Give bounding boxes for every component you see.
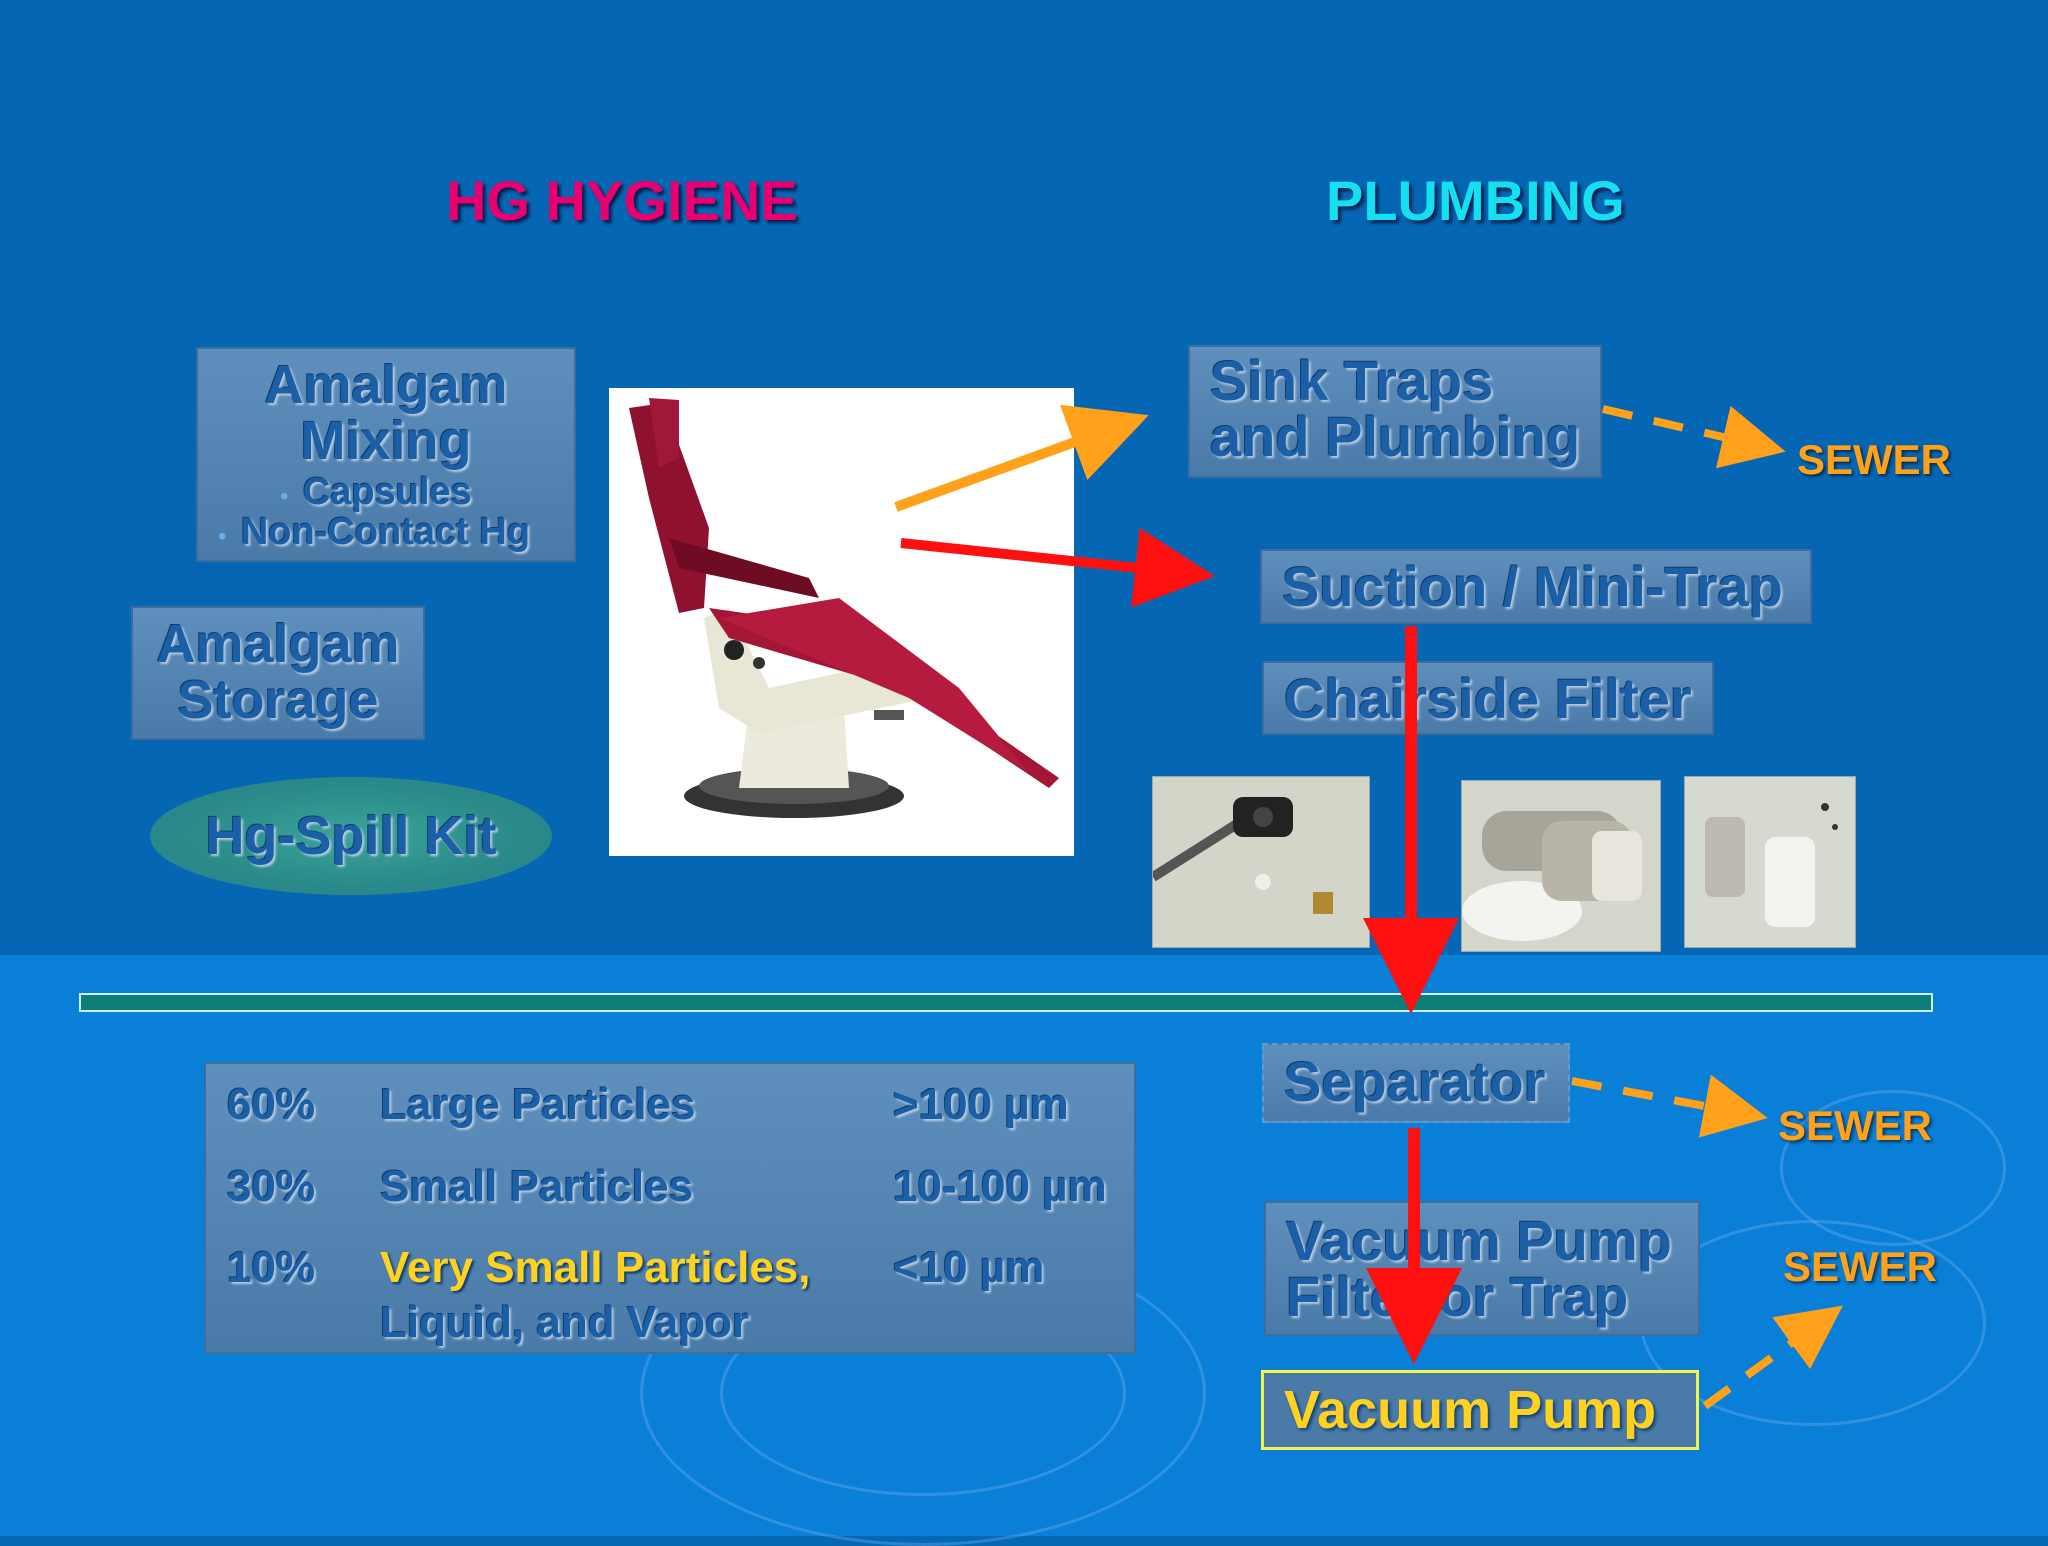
- suction-mini-trap-label: Suction / Mini-Trap: [1282, 555, 1783, 618]
- particle-pct: 30%: [227, 1162, 316, 1211]
- separator-label: Separator: [1284, 1050, 1546, 1113]
- section-divider: [79, 993, 1933, 1012]
- arrow-sink-to-sewer: [1602, 405, 1786, 469]
- vacuum-pump-label: Vacuum Pump: [1284, 1380, 1657, 1440]
- arrow-to-sink-traps: [894, 404, 1149, 512]
- chairside-filter-box: Chairside Filter: [1262, 661, 1714, 735]
- particle-size: <10 µm: [893, 1243, 1045, 1292]
- sink-traps-line1: Sink Traps: [1210, 349, 1494, 412]
- hg-spill-kit-ellipse: Hg-Spill Kit: [150, 777, 552, 895]
- amalgam-storage-line1: Amalgam: [156, 614, 400, 674]
- hg-spill-kit-label: Hg-Spill Kit: [205, 806, 497, 866]
- sewer-label-2: SEWER: [1778, 1102, 1933, 1149]
- arrow-pump-to-sewer: [1702, 1305, 1843, 1410]
- vacuum-pump-box: Vacuum Pump: [1261, 1370, 1699, 1450]
- bullet-non-contact-hg: • Non-Contact Hg: [218, 511, 530, 554]
- bullet-icon: •: [280, 483, 289, 510]
- particle-size: 10-100 µm: [893, 1162, 1107, 1211]
- bullet-capsules: • Capsules: [280, 471, 472, 514]
- particle-label: Small Particles: [380, 1162, 694, 1211]
- capsules-label: Capsules: [302, 471, 472, 513]
- sewer-label-1: SEWER: [1797, 436, 1952, 483]
- chairside-filter-label: Chairside Filter: [1284, 667, 1692, 730]
- amalgam-mixing-title-line2: Mixing: [300, 411, 472, 471]
- sink-traps-line2: and Plumbing: [1210, 405, 1581, 468]
- table-row-60: 60%: [227, 1080, 315, 1130]
- particle-pct: 10%: [227, 1243, 316, 1292]
- particle-size: >100 µm: [893, 1080, 1069, 1129]
- particle-label-line2: Liquid, and Vapor: [380, 1298, 750, 1347]
- separator-box: Separator: [1262, 1043, 1570, 1123]
- non-contact-hg-label: Non-Contact Hg: [240, 511, 531, 553]
- arrow-to-suction: [900, 527, 1215, 608]
- particle-label: Large Particles: [380, 1080, 696, 1129]
- vacuum-filter-line1: Vacuum Pump: [1286, 1209, 1672, 1272]
- sewer-label-3: SEWER: [1783, 1243, 1938, 1290]
- suction-mini-trap-box: Suction / Mini-Trap: [1260, 549, 1812, 624]
- filter-photo-2: [1684, 776, 1856, 948]
- sink-traps-box: Sink Traps and Plumbing: [1188, 345, 1602, 478]
- hg-hygiene-title: HG HYGIENE: [446, 169, 798, 232]
- particle-pct: 60%: [227, 1080, 316, 1129]
- bullet-icon: •: [218, 523, 227, 550]
- amalgam-mixing-title-line1: Amalgam: [264, 355, 508, 415]
- filter-photo-1: [1461, 780, 1661, 952]
- particle-label-highlight: Very Small Particles,: [380, 1243, 811, 1292]
- arrow-separator-to-sewer: [1571, 1074, 1768, 1138]
- particle-size-table: [204, 1062, 1136, 1354]
- plumbing-title: PLUMBING: [1326, 169, 1625, 232]
- amalgam-mixing-box: Amalgam Mixing • Capsules • Non-Contact …: [196, 347, 576, 562]
- suction-tip-photo: [1152, 776, 1370, 948]
- amalgam-storage-box: Amalgam Storage: [131, 606, 425, 740]
- amalgam-storage-line2: Storage: [177, 670, 379, 730]
